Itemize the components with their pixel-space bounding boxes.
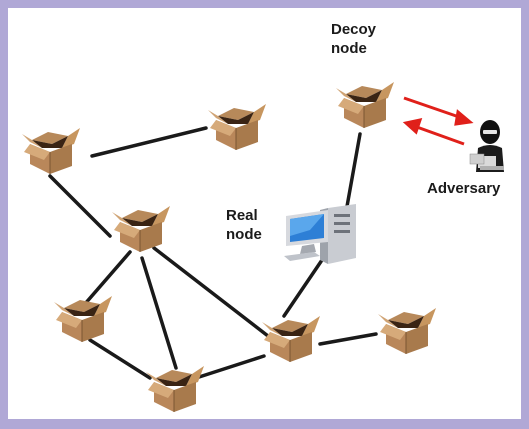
arrow-to-decoy <box>413 124 465 146</box>
edge-6-7 <box>318 332 378 346</box>
edge-4-5 <box>88 338 152 380</box>
edge-3-4 <box>82 250 132 307</box>
decoy-node-box <box>335 81 395 129</box>
arrowhead-to-decoy <box>402 117 423 135</box>
edge-3-6 <box>152 246 270 338</box>
real-node-label: Real node <box>226 207 262 243</box>
cardboard-box-icon <box>111 205 171 253</box>
node-box-2 <box>207 103 267 151</box>
edge-1-3 <box>48 174 112 238</box>
real-node-computer <box>284 204 356 264</box>
node-box-6 <box>261 315 321 363</box>
node-box-3 <box>111 205 171 253</box>
node-box-5 <box>145 365 205 413</box>
edge-5-6 <box>194 354 266 380</box>
edges <box>48 126 378 380</box>
node-box-7 <box>377 307 437 355</box>
cardboard-box-icon <box>207 103 267 151</box>
arrow-to-adversary <box>403 96 463 120</box>
edge-1-2 <box>90 126 208 158</box>
cardboard-box-icon <box>335 81 395 129</box>
edge-6-real <box>282 258 324 318</box>
decoy-node-label: Decoy node <box>331 21 377 57</box>
cardboard-box-icon <box>261 315 321 363</box>
cardboard-box-icon <box>145 365 205 413</box>
arrowhead-to-adversary <box>454 109 474 126</box>
adversary-arrows <box>402 96 474 146</box>
adversary-label: Adversary <box>427 180 501 197</box>
cardboard-box-icon <box>53 295 113 343</box>
cardboard-box-icon <box>21 127 81 175</box>
desktop-computer-icon <box>284 204 356 264</box>
hacker-icon <box>469 120 504 172</box>
node-box-1 <box>21 127 81 175</box>
edge-real-decoy <box>344 132 362 214</box>
edge-3-5 <box>140 256 178 370</box>
adversary-figure <box>469 120 504 172</box>
cardboard-box-icon <box>377 307 437 355</box>
node-box-4 <box>53 295 113 343</box>
